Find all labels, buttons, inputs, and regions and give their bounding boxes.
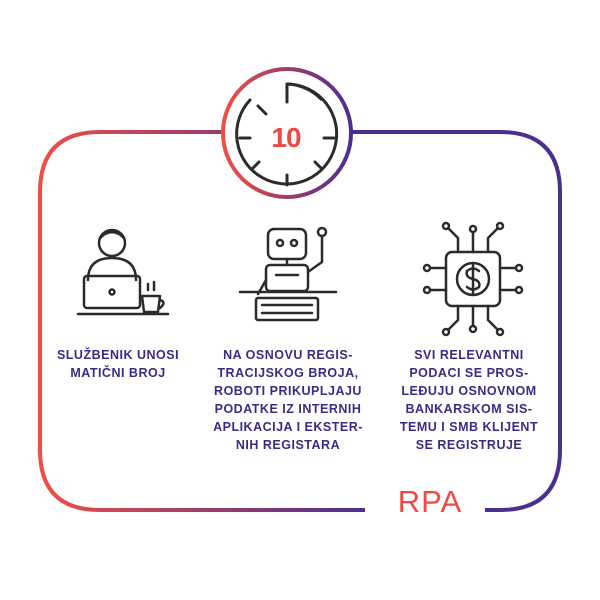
step-2-text: NA OSNOVU REGIS- TRACIJSKOG BROJA, ROBOT… — [213, 348, 363, 452]
step-3-text: SVI RELEVANTNI PODACI SE PROS- LEĐUJU OS… — [399, 348, 539, 452]
dollar-circuit-icon — [422, 221, 524, 337]
frame-border-right — [352, 130, 562, 512]
brand-label: RPA — [397, 484, 463, 519]
stopwatch-icon — [235, 82, 339, 187]
person-laptop-icon — [76, 228, 170, 316]
robot-keyboard-icon — [238, 226, 338, 322]
step-1-text: SLUŽBENIK UNOSI MATIČNI BROJ — [56, 348, 180, 380]
frame-border — [38, 130, 365, 512]
stopwatch-arc — [286, 82, 324, 102]
timer-value: 10 — [271, 122, 301, 153]
